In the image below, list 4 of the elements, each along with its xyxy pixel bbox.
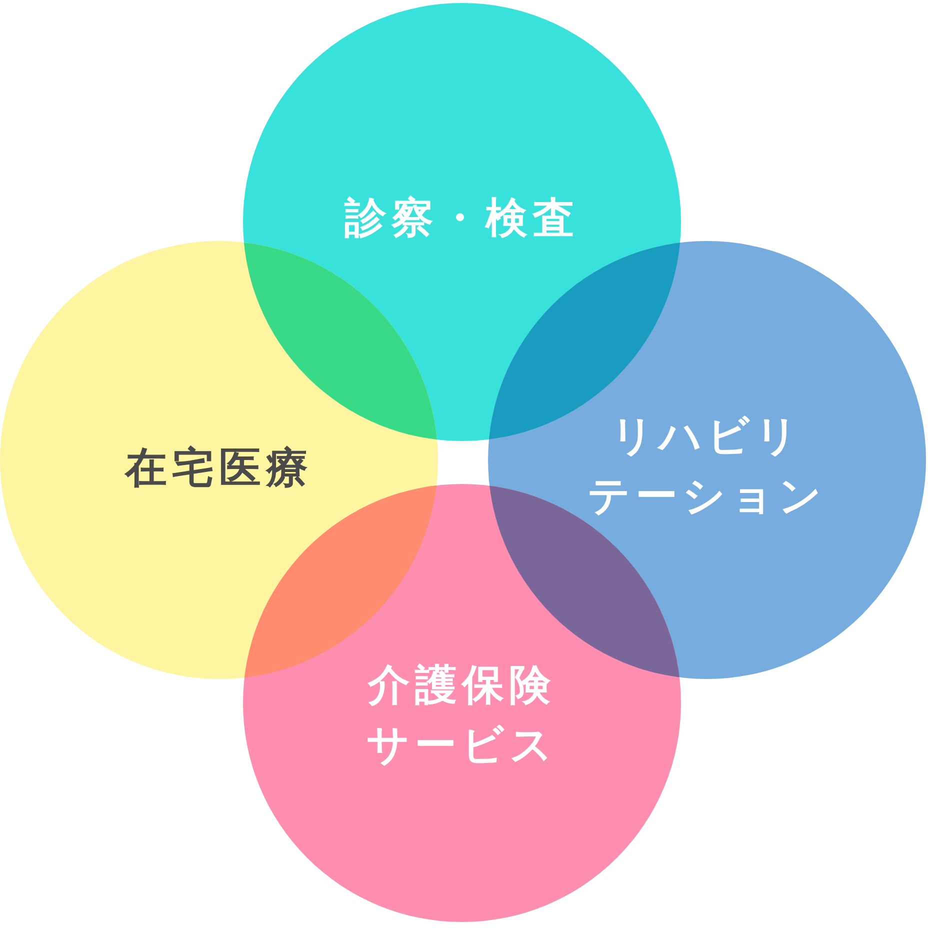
circle-label: 診察・検査	[344, 192, 580, 244]
circle-label: 在宅医療	[125, 442, 313, 494]
circle-label: 介護保険サービス	[366, 659, 558, 771]
circle-label: リハビリテーション	[588, 410, 826, 522]
